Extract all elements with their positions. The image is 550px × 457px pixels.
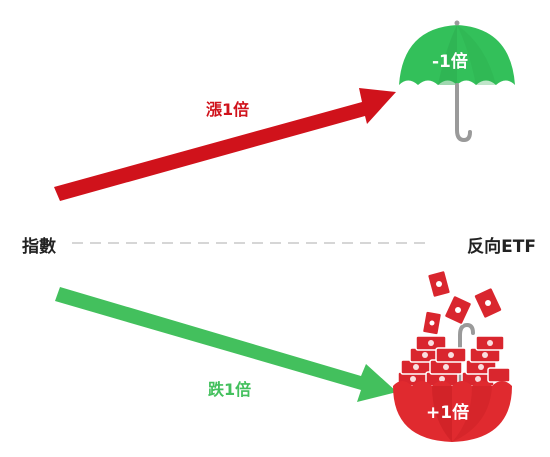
reverse-etf-label: 反向ETF [467, 237, 536, 257]
rise-label: 漲1倍 [206, 100, 250, 119]
umbrella-bottom-label: +1倍 [426, 403, 470, 423]
inverted-umbrella-with-money-icon [393, 269, 512, 442]
fall-arrow [55, 287, 397, 402]
umbrella-top-label: -1倍 [432, 52, 468, 72]
umbrella-icon [399, 20, 515, 143]
fall-label: 跌1倍 [208, 380, 252, 399]
index-label: 指數 [22, 237, 56, 257]
rise-arrow [54, 88, 396, 201]
